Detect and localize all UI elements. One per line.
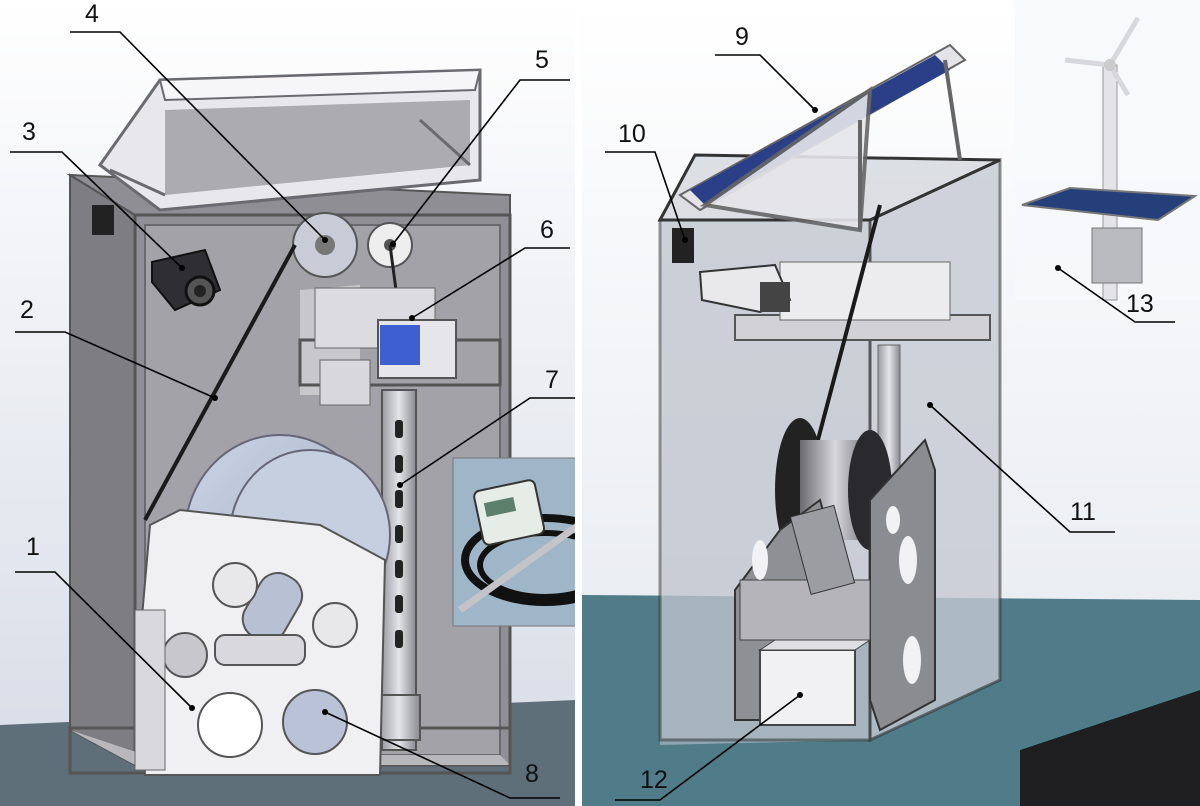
callout-13: 13 (1126, 290, 1154, 318)
leader-lines (10, 31, 1175, 801)
callout-12: 12 (640, 766, 668, 794)
callout-6: 6 (540, 216, 554, 244)
callout-9: 9 (735, 23, 749, 51)
callout-1: 1 (26, 533, 40, 561)
probe-icon (377, 389, 421, 751)
left-solar-frame (97, 68, 482, 212)
solar-panel-icon (678, 43, 967, 233)
wall-box-icon (92, 205, 114, 235)
wall-box-icon-right (672, 228, 694, 263)
camera-icon-right (672, 228, 991, 341)
pulley-icon (292, 212, 413, 306)
callout-labels: 1 2 3 4 5 6 7 8 9 10 11 12 13 (20, 0, 1154, 794)
callout-8: 8 (525, 760, 539, 788)
callout-2: 2 (20, 296, 34, 324)
cable-icon (143, 244, 297, 521)
callout-5: 5 (535, 46, 549, 74)
winch-icon (134, 434, 391, 776)
callout-10: 10 (618, 120, 646, 148)
right-panel (582, 0, 1200, 806)
callout-4: 4 (85, 0, 99, 28)
callout-11: 11 (1070, 498, 1096, 526)
callout-7: 7 (545, 366, 559, 394)
leader-dots (179, 107, 1061, 715)
left-panel (0, 0, 636, 806)
panel-divider (575, 0, 582, 806)
callout-3: 3 (22, 118, 36, 146)
cable-icon-right (808, 204, 882, 471)
camera-icon (92, 205, 222, 312)
wind-turbine-icon (1015, 0, 1200, 301)
